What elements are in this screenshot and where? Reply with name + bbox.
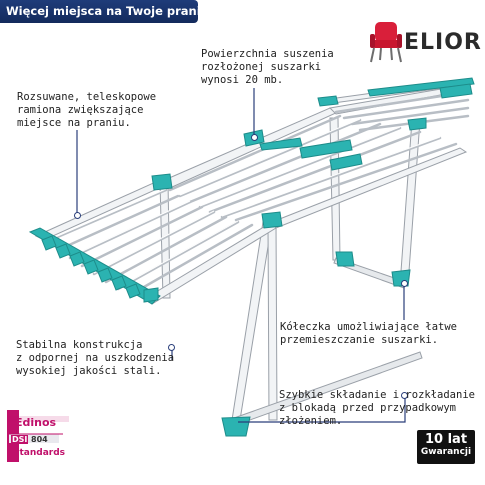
brand-name: ELIOR: [404, 30, 482, 55]
guarantee-badge: 10 lat Gwarancji: [417, 430, 475, 464]
callout-drying-area: Powierzchnia suszenia rozłożonej suszark…: [201, 48, 334, 86]
pointer-dot-arm: [74, 212, 81, 219]
edinos-name: Edinos: [15, 416, 57, 429]
edinos-logo: Edinos DSI 804 Standards: [7, 410, 69, 468]
promo-banner: Więcej miejsca na Twoje pranie!: [0, 0, 214, 23]
pointer-dot-top: [251, 134, 258, 141]
callout-telescopic-arms: Rozsuwane, teleskopowe ramiona zwiększaj…: [17, 91, 157, 129]
pointer-dot-lock: [401, 392, 408, 399]
callout-steel-frame: Stabilna konstrukcja z odpornej na uszko…: [16, 339, 175, 377]
edinos-standards: Standards: [13, 448, 66, 458]
guarantee-years: 10 lat: [424, 432, 468, 447]
chair-logo-icon: [370, 22, 402, 63]
callout-wheels: Kółeczka umożliwiające łatwe przemieszcz…: [280, 321, 458, 346]
pointer-dot-frame: [168, 344, 175, 351]
callout-lock: Szybkie składanie i rozkładanie z blokad…: [279, 389, 475, 427]
pointer-dot-wheel: [401, 280, 408, 287]
edinos-code: 804: [31, 435, 48, 444]
guarantee-label: Gwarancji: [420, 447, 472, 457]
edinos-dsi: DSI: [11, 435, 29, 444]
